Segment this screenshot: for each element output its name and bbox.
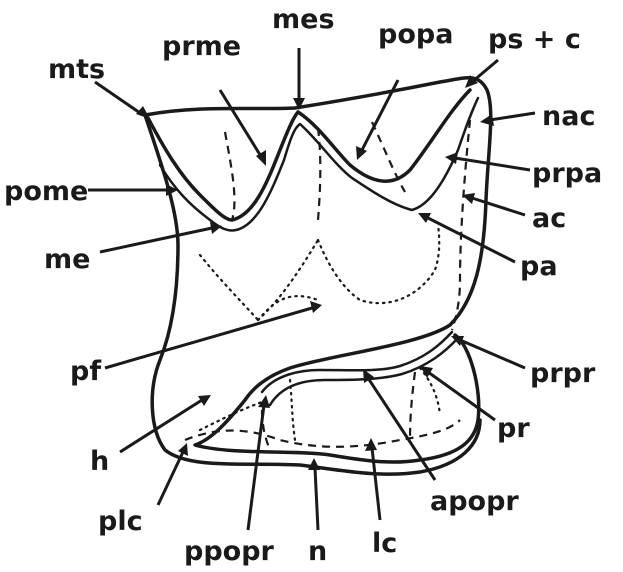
label-prpr: prpr	[530, 358, 596, 389]
dotted-lower	[200, 402, 262, 430]
label-lc: lc	[372, 528, 397, 559]
label-pr: pr	[497, 413, 530, 444]
label-mts: mts	[48, 54, 105, 85]
dotted-center2	[318, 225, 439, 303]
label-plc: plc	[98, 506, 143, 537]
dotted-lower2	[290, 380, 295, 440]
leader-mts	[95, 82, 150, 119]
leader-lc	[365, 438, 380, 520]
label-nac: nac	[542, 101, 595, 132]
lower-crest	[262, 332, 452, 392]
leader-mes	[293, 48, 305, 110]
label-pf: pf	[70, 356, 101, 387]
dashed-pr	[410, 372, 415, 440]
tooth-outline-lower	[145, 115, 480, 474]
label-pome: pome	[4, 176, 88, 207]
label-apopr: apopr	[430, 486, 519, 517]
label-ps-c: ps + c	[488, 24, 581, 55]
label-h: h	[90, 446, 109, 477]
leader-plc	[158, 443, 188, 505]
label-ac: ac	[532, 203, 566, 234]
leader-pr	[420, 366, 495, 420]
crest-inner	[160, 98, 478, 231]
leader-prpr	[451, 336, 525, 368]
label-n: n	[308, 536, 327, 567]
leader-popa	[356, 80, 398, 160]
leader-me	[100, 222, 222, 252]
leader-pa	[418, 213, 515, 262]
leader-pf	[105, 301, 322, 368]
label-me: me	[44, 244, 90, 275]
dotted-left	[200, 255, 258, 320]
label-popa: popa	[378, 19, 453, 50]
leader-n	[308, 458, 320, 530]
leader-pome	[88, 184, 178, 196]
label-ppopr: ppopr	[184, 536, 275, 567]
label-pa: pa	[520, 251, 558, 282]
label-mes: mes	[272, 4, 335, 35]
leader-nac	[480, 113, 535, 126]
label-prpa: prpa	[532, 158, 602, 189]
leader-ac	[462, 193, 525, 215]
dashed-mes	[225, 132, 234, 220]
leader-prme	[220, 90, 266, 166]
label-prme: prme	[162, 31, 241, 62]
